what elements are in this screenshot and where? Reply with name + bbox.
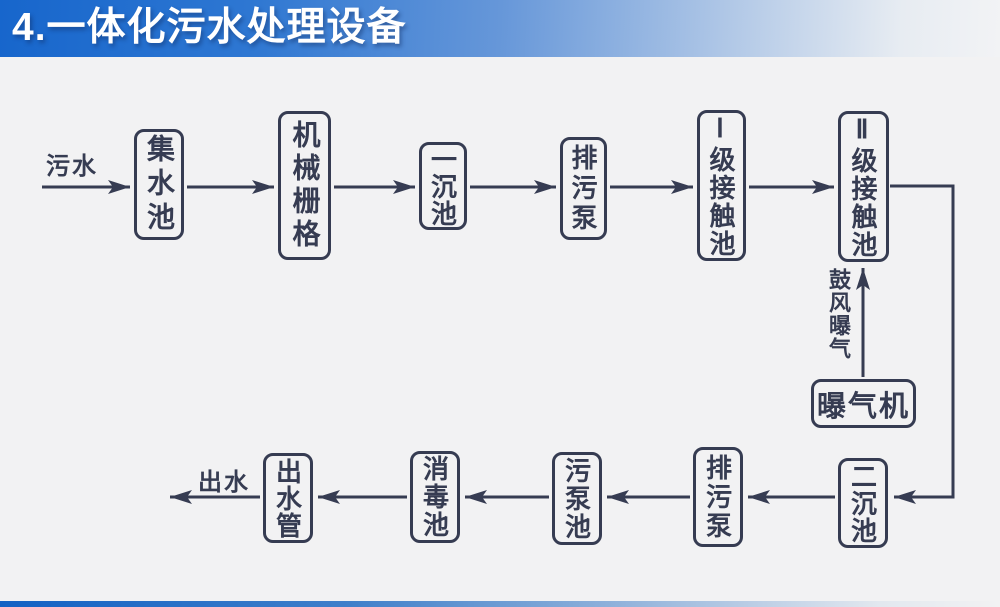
node-stage2-contact-tank: Ⅱ级接触池	[838, 111, 889, 262]
node-collection-tank: 集水池	[134, 129, 184, 240]
node-sewage-discharge-pump-1: 排污泵	[560, 137, 607, 240]
slide-header-bar	[0, 0, 1000, 57]
footer-accent-bar	[0, 601, 1000, 607]
node-sewage-pump-tank: 污泵池	[552, 452, 602, 545]
page-title: 4.一体化污水处理设备	[12, 6, 407, 49]
inflow-label: 污水	[46, 153, 98, 180]
node-disinfection-tank: 消毒池	[410, 451, 460, 543]
node-mechanical-grid: 机械栅格	[278, 111, 331, 260]
outflow-label: 出水	[198, 469, 250, 496]
node-primary-sedimentation-tank: 一沉池	[419, 142, 467, 230]
node-outlet-pipe: 出水管	[263, 453, 313, 543]
node-stage1-contact-tank: Ⅰ级接触池	[697, 110, 746, 261]
node-sewage-discharge-pump-2: 排污泵	[693, 447, 743, 547]
aeration-label: 鼓风曝气	[826, 268, 851, 360]
node-secondary-sedimentation-tank: 二沉池	[838, 458, 888, 548]
node-aerator: 曝气机	[811, 379, 916, 428]
